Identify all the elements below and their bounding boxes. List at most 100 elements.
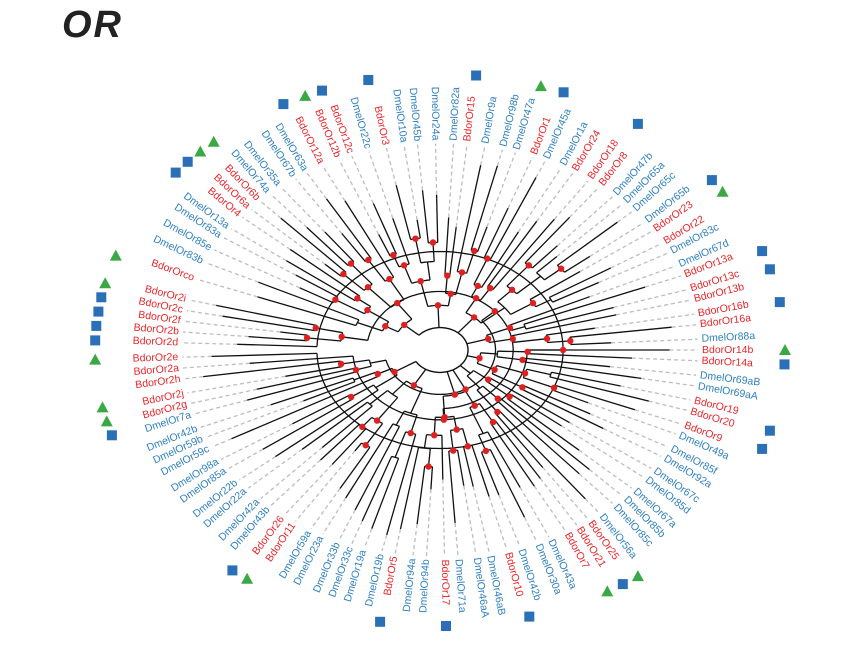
branch: [388, 278, 405, 300]
branch: [435, 194, 439, 243]
guide-line: [671, 324, 697, 328]
branch: [446, 371, 456, 395]
triangle-marker: [534, 80, 547, 92]
branch: [285, 366, 342, 377]
bootstrap-node: [485, 376, 492, 383]
leaf-label: BdorOr3: [372, 105, 392, 146]
branch: [248, 335, 307, 342]
bootstrap-node: [390, 251, 397, 259]
branch: [315, 327, 343, 334]
guide-line: [306, 172, 328, 200]
square-marker: [632, 118, 643, 129]
bootstrap-node: [347, 260, 355, 267]
bootstrap-node: [489, 418, 497, 426]
branch: [511, 325, 526, 332]
guide-line: [363, 528, 373, 548]
guide-line: [523, 516, 538, 542]
square-marker: [317, 85, 327, 96]
guide-line: [578, 449, 633, 489]
branch: [320, 424, 360, 461]
branch: [341, 359, 370, 365]
leaf-label: BdorOr2e: [132, 351, 178, 365]
guide-line: [480, 146, 486, 166]
branch: [478, 403, 494, 423]
branch: [525, 306, 614, 330]
branch: [466, 375, 481, 389]
branch: [420, 281, 429, 307]
leaf-label: BdorOr15: [461, 95, 478, 142]
guide-line: [280, 186, 326, 233]
bootstrap-node: [484, 255, 491, 262]
branch: [495, 399, 580, 475]
guide-line: [182, 362, 250, 369]
branch: [471, 445, 490, 497]
bootstrap-node: [364, 306, 371, 314]
branch: [345, 423, 394, 499]
leaf-label: DmelOr10a: [390, 88, 409, 143]
square-marker: [96, 292, 107, 303]
branch: [367, 259, 386, 282]
guide-line: [416, 144, 424, 191]
branch-arc: [355, 319, 360, 326]
branch-arc: [373, 384, 379, 391]
branch: [344, 200, 395, 278]
guide-line: [455, 144, 468, 228]
branch: [449, 430, 454, 451]
branch: [321, 405, 373, 449]
branch: [522, 360, 642, 380]
branch-arc: [387, 390, 399, 399]
bootstrap-node: [447, 290, 454, 297]
branch-arc: [466, 370, 474, 377]
guide-line: [507, 157, 534, 209]
annotation-markers-layer: [89, 70, 791, 631]
leaf-label: BdorOr2d: [132, 335, 178, 349]
bootstrap-node: [484, 335, 492, 343]
branch: [547, 340, 571, 344]
branch: [367, 286, 392, 308]
branch: [555, 384, 636, 411]
bootstrap-node: [506, 324, 514, 332]
branch: [342, 273, 365, 291]
bootstrap-node: [382, 323, 389, 330]
branch: [496, 364, 526, 375]
root-arc: [415, 326, 469, 374]
bootstrap-node: [458, 269, 466, 276]
square-marker: [471, 70, 482, 81]
branch: [354, 442, 362, 452]
branch: [392, 218, 410, 265]
square-marker: [363, 75, 374, 85]
guide-line: [517, 167, 562, 233]
branch: [480, 451, 500, 496]
guide-line: [239, 456, 276, 481]
bootstrap-node: [559, 346, 567, 354]
guide-line: [536, 172, 574, 222]
branch: [275, 389, 379, 458]
guide-line: [519, 487, 550, 538]
leaf-label: DmelOr45b: [407, 87, 424, 142]
bootstrap-node: [338, 333, 345, 340]
guide-line: [617, 211, 633, 223]
branch: [216, 304, 317, 327]
guide-line: [634, 409, 682, 425]
guide-line: [211, 438, 232, 448]
branch: [511, 314, 617, 337]
branch-arc: [496, 351, 499, 357]
branch: [399, 447, 420, 530]
branch: [487, 431, 521, 488]
branch: [394, 360, 417, 373]
triangle-marker: [109, 249, 122, 261]
branch: [498, 410, 586, 500]
bootstrap-node: [491, 366, 498, 373]
bootstrap-node: [391, 368, 398, 376]
bootstrap-node: [471, 402, 478, 409]
branch: [350, 384, 374, 398]
guide-line: [205, 262, 259, 283]
branch: [396, 302, 413, 320]
bootstrap-node: [352, 366, 360, 374]
branch: [557, 221, 618, 266]
branch: [370, 359, 387, 364]
guide-line: [260, 446, 323, 500]
branch: [354, 425, 401, 511]
branch: [476, 226, 488, 253]
branch-arc: [549, 372, 553, 378]
